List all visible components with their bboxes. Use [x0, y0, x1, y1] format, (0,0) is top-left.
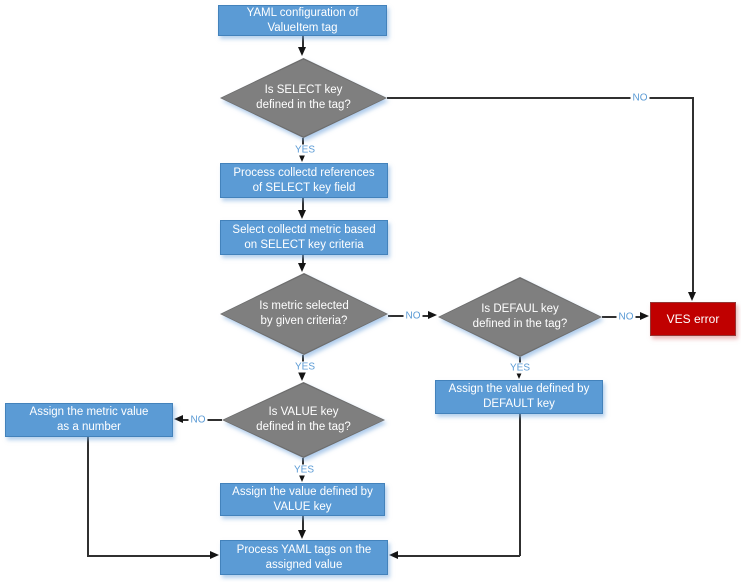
edge-valuebox-to-yaml [302, 516, 304, 531]
node-process-collectd-references: Process collectd references of SELECT ke… [220, 163, 388, 198]
arrowhead-into-selectmetric-box [298, 210, 306, 219]
node-select-collectd-metric: Select collectd metric based on SELECT k… [220, 220, 388, 255]
edge-select-no-horizontal [387, 97, 693, 99]
label-default-no: NO [616, 311, 636, 323]
arrowhead-into-yaml-left [210, 551, 219, 559]
label-value-yes: YES [291, 464, 317, 476]
arrowhead-into-default-diamond [428, 311, 437, 319]
decision-metric-selected: Is metric selected by given criteria? [220, 273, 388, 355]
edge-numberbox-right [87, 555, 214, 557]
arrowhead-into-ves-error [688, 292, 696, 301]
arrowhead-into-value-diamond [298, 372, 306, 381]
label-metric-no: NO [403, 310, 423, 322]
node-assign-metric-as-number: Assign the metric value as a number [5, 403, 173, 437]
decision-default-key: Is DEFAUL key defined in the tag? [438, 277, 602, 357]
arrowhead-into-numberbox [174, 415, 183, 423]
edge-references-to-selectmetric [302, 198, 304, 211]
decision-select-key-label: Is SELECT key defined in the tag? [256, 84, 351, 111]
decision-value-key: Is VALUE key defined in the tag? [222, 382, 385, 458]
edge-defaultbox-down [519, 414, 521, 556]
arrowhead-into-metric-diamond [298, 263, 306, 272]
arrowhead-into-valuebox [298, 473, 306, 482]
decision-default-key-label: Is DEFAUL key defined in the tag? [472, 303, 568, 330]
edge-selectmetric-to-metric [302, 255, 304, 265]
arrowhead-into-yaml-top [298, 530, 306, 539]
edge-defaultbox-left [394, 555, 520, 557]
node-assign-value-key: Assign the value defined by VALUE key [220, 483, 385, 516]
label-value-no: NO [188, 414, 208, 426]
node-assign-default-key: Assign the value defined by DEFAULT key [435, 380, 603, 414]
decision-select-key: Is SELECT key defined in the tag? [220, 58, 387, 138]
label-default-yes: YES [507, 362, 533, 374]
label-select-no: NO [630, 92, 650, 104]
node-ves-error: VES error [650, 302, 736, 336]
node-start-yaml-configuration: YAML configuration of ValueItem tag [218, 5, 387, 36]
decision-metric-selected-label: Is metric selected by given criteria? [259, 300, 349, 327]
decision-value-key-label: Is VALUE key defined in the tag? [256, 406, 351, 433]
label-metric-yes: YES [292, 361, 318, 373]
edge-numberbox-down [87, 437, 89, 557]
arrowhead-into-ves-error-left [640, 312, 649, 320]
edge-start-to-select [302, 36, 304, 50]
label-select-yes: YES [292, 144, 318, 156]
edge-select-no-vertical [692, 97, 694, 293]
arrowhead-into-yaml-right [389, 551, 398, 559]
arrowhead-into-defaultbox [515, 370, 523, 379]
node-process-yaml-tags: Process YAML tags on the assigned value [220, 540, 388, 575]
arrowhead-into-references-box [298, 153, 306, 162]
arrowhead-into-select-diamond [298, 47, 306, 56]
